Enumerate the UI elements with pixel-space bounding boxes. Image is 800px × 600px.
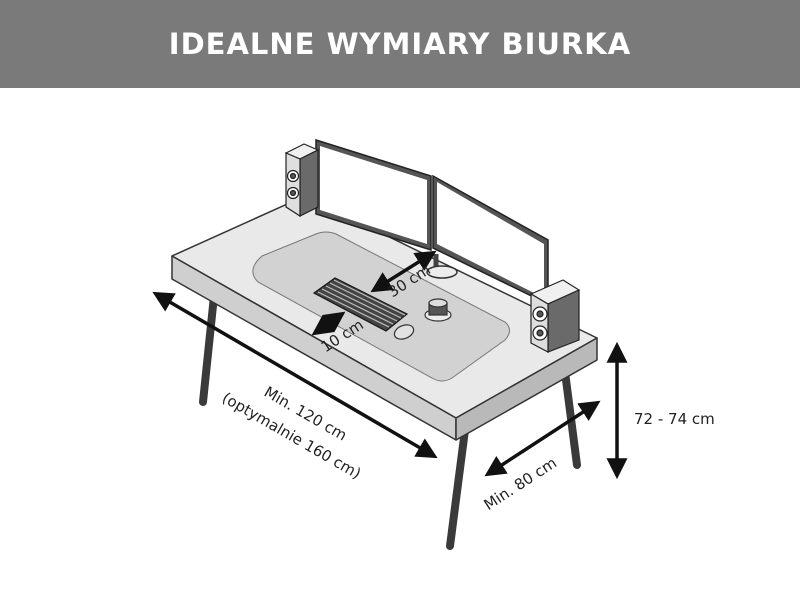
- leg-left-back: [199, 292, 218, 406]
- leg-front: [446, 426, 469, 550]
- arrow-width: [152, 291, 438, 459]
- page-title: IDEALNE WYMIARY BIURKA: [168, 27, 632, 61]
- monitor-left: [315, 138, 432, 252]
- title-banner: IDEALNE WYMIARY BIURKA: [0, 0, 800, 88]
- coffee-mug: [424, 298, 452, 322]
- label-depth: Min. 80 cm: [481, 454, 560, 514]
- label-height: 72 - 74 cm: [634, 410, 715, 428]
- arrow-monitor-distance: [370, 250, 437, 293]
- arrow-depth: [484, 400, 601, 477]
- speaker-left: [284, 143, 320, 218]
- speaker-right: [529, 279, 581, 353]
- dimension-arrows: [152, 250, 628, 480]
